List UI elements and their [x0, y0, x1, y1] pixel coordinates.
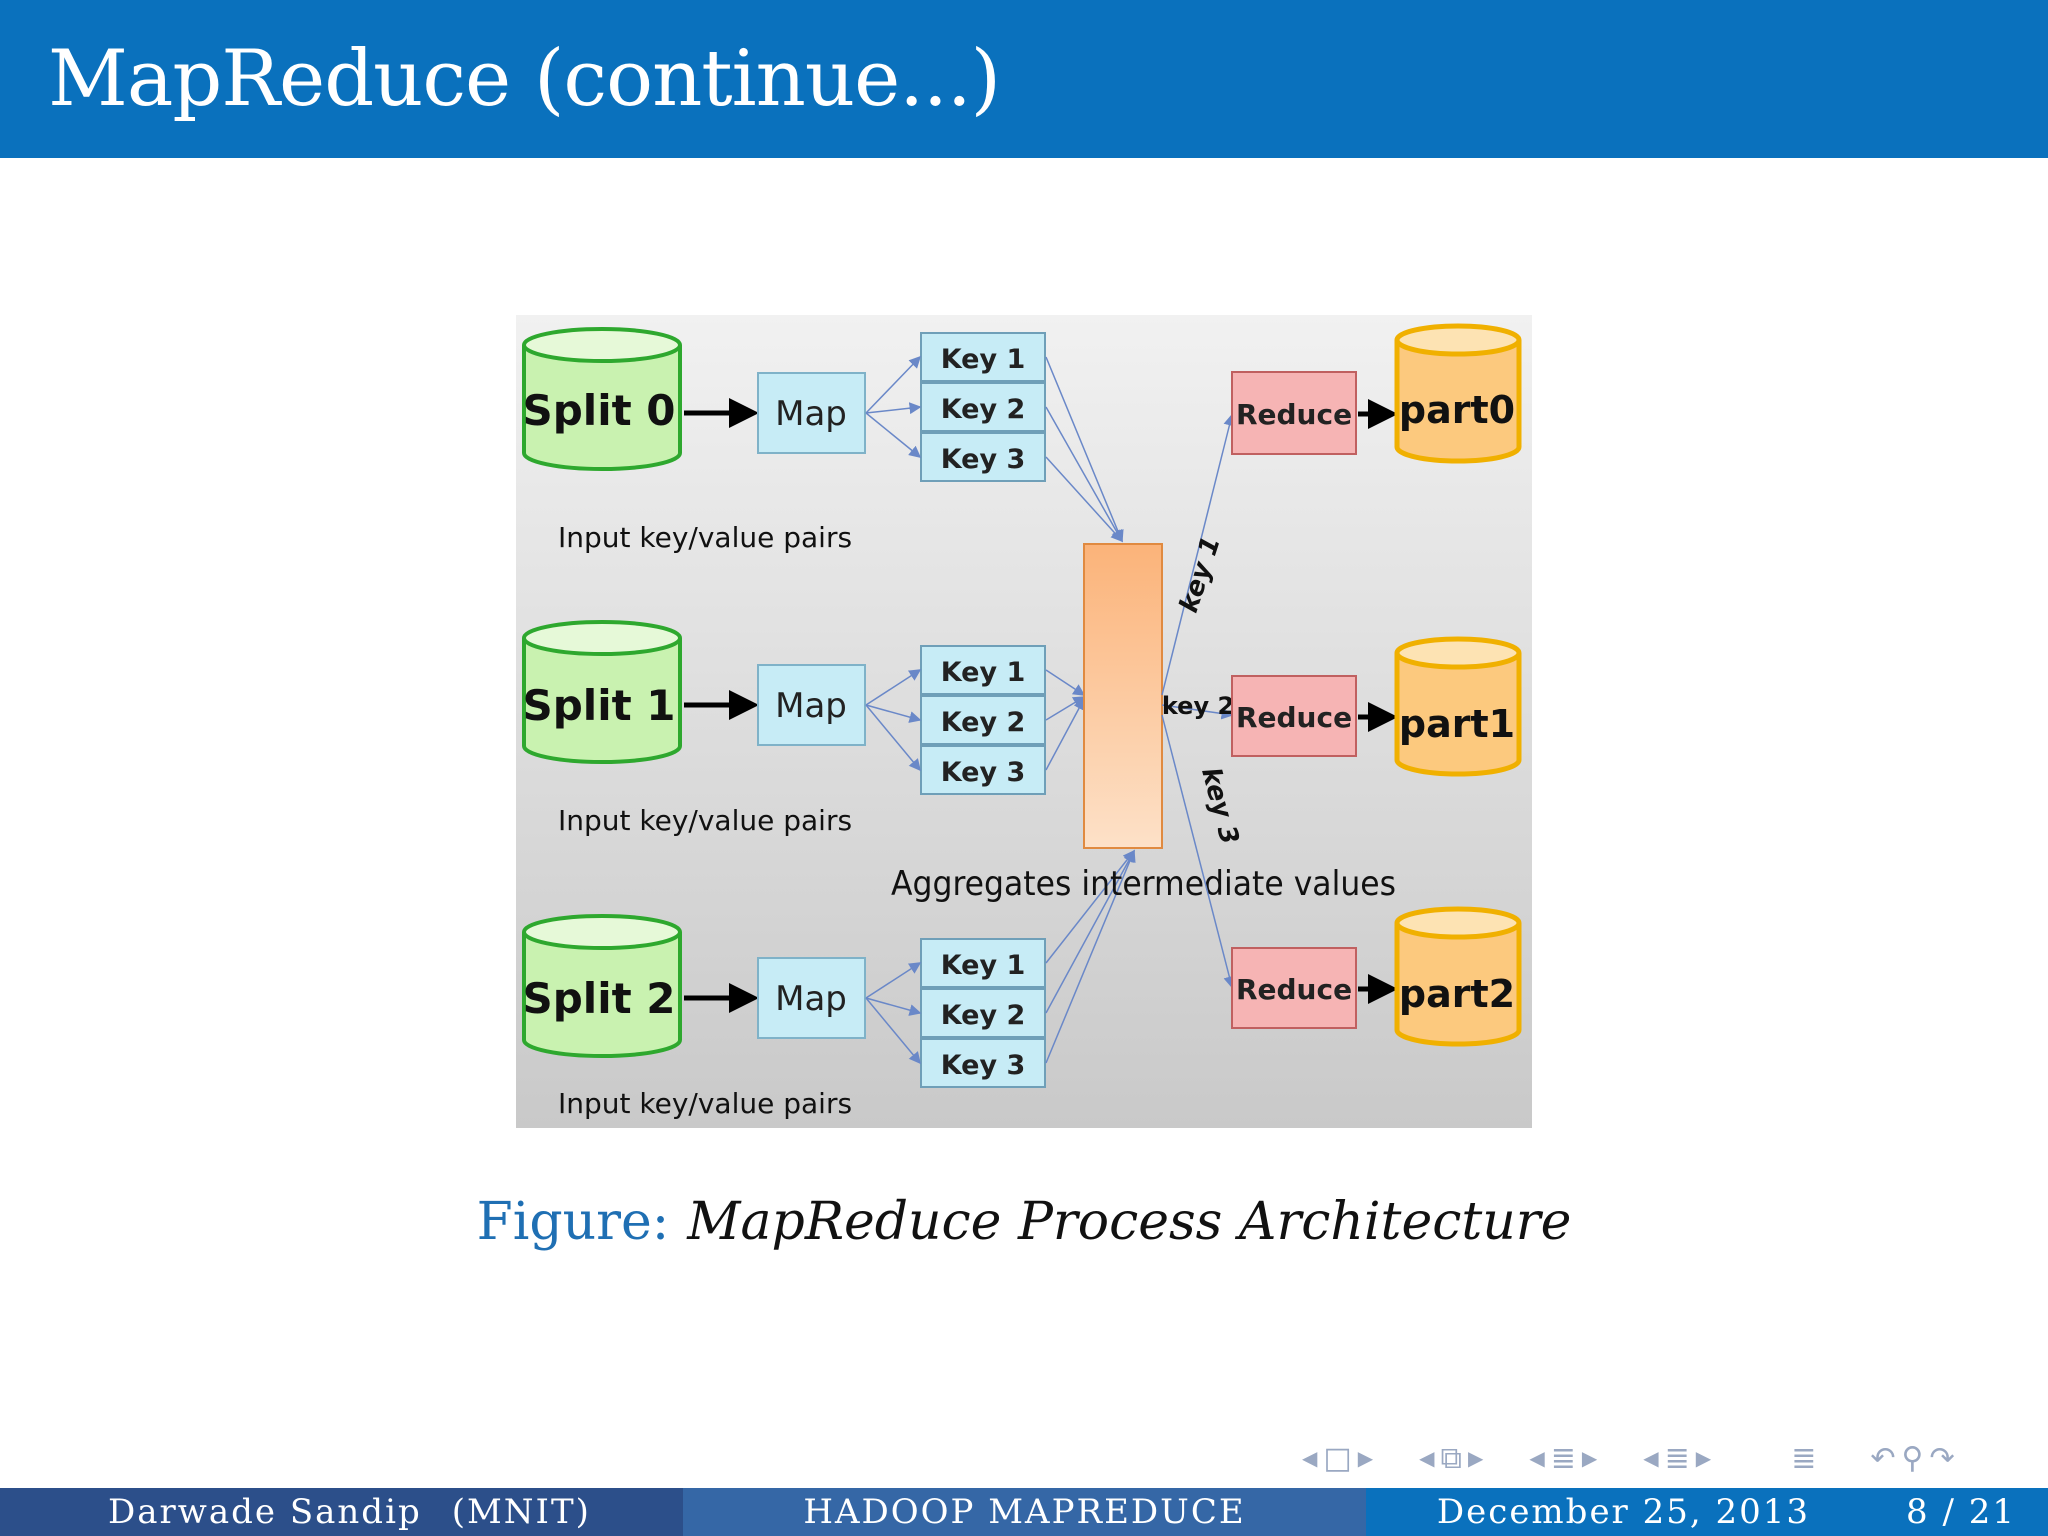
- undo-icon[interactable]: ↶: [1870, 1440, 1896, 1476]
- part-0-label: part0: [1399, 388, 1515, 432]
- keys-1: Key 1 Key 2 Key 3: [920, 645, 1046, 795]
- map-label-0: Map: [775, 394, 847, 434]
- key-label: Key 3: [941, 757, 1026, 788]
- footer-date-page: December 25, 2013 8 / 21: [1366, 1488, 2048, 1536]
- split-0-cylinder: Split 0: [522, 327, 682, 471]
- reduce-2: Reduce: [1231, 947, 1357, 1029]
- search-controls[interactable]: ↶ ⚲ ↷: [1870, 1441, 1954, 1476]
- section-icon[interactable]: ≣: [1550, 1440, 1576, 1476]
- part-1-label: part1: [1399, 702, 1515, 746]
- subsection-nav[interactable]: ◀ ⧉ ▶: [1413, 1441, 1489, 1476]
- key-label: Key 2: [941, 394, 1026, 425]
- key-label: Key 1: [941, 344, 1026, 375]
- map-label-2: Map: [775, 979, 847, 1019]
- prev-arrow-icon[interactable]: ◀: [1643, 1446, 1659, 1470]
- page-number: 8 / 21: [1906, 1492, 2016, 1532]
- figure-caption: Figure: MapReduce Process Architecture: [0, 1192, 2048, 1252]
- next-arrow-icon[interactable]: ▶: [1357, 1446, 1374, 1470]
- part-0-cylinder: part0: [1394, 323, 1522, 464]
- reduce-0: Reduce: [1231, 371, 1357, 455]
- part-1-cylinder: part1: [1394, 636, 1522, 777]
- prev-arrow-icon[interactable]: ◀: [1529, 1446, 1545, 1470]
- toc-icon[interactable]: ≣: [1791, 1440, 1817, 1476]
- part-2-label: part2: [1399, 972, 1515, 1016]
- key-label: Key 3: [941, 1050, 1026, 1081]
- key-label: Key 2: [941, 1000, 1026, 1031]
- reduce-label-0: Reduce: [1236, 398, 1352, 431]
- title-bar: MapReduce (continue...): [0, 0, 2048, 158]
- split-1-label: Split 1: [522, 681, 675, 730]
- map-box-0: [757, 372, 866, 454]
- talk-title: HADOOP MAPREDUCE: [803, 1492, 1246, 1532]
- aggregate-to-reduce-lines: [1161, 413, 1236, 989]
- aggregate-box: [1083, 543, 1163, 849]
- key-label: Key 1: [941, 950, 1026, 981]
- row-1: Split 1 Map Key 1 Key 2 Key 3 Input key/…: [522, 620, 1046, 837]
- subsection-icon[interactable]: ⧉: [1440, 1440, 1462, 1476]
- frame-icon[interactable]: □: [1323, 1440, 1352, 1476]
- prev-arrow-icon[interactable]: ◀: [1419, 1446, 1435, 1470]
- section-nav[interactable]: ◀ ≣ ▶: [1523, 1441, 1603, 1476]
- caption-text: MapReduce Process Architecture: [687, 1192, 1572, 1252]
- redo-icon[interactable]: ↷: [1929, 1440, 1955, 1476]
- slide-title: MapReduce (continue...): [48, 34, 1001, 124]
- key-label: Key 1: [941, 657, 1026, 688]
- row-2: Split 2 Map Key 1 Key 2 Key 3 Input key/…: [522, 914, 1046, 1120]
- map-box-1: [757, 664, 866, 746]
- prev-arrow-icon[interactable]: ◀: [1302, 1446, 1318, 1470]
- reduce-label-2: Reduce: [1236, 973, 1352, 1006]
- part-nav[interactable]: ◀ ≣ ▶: [1637, 1441, 1717, 1476]
- frame-nav[interactable]: ◀ □ ▶: [1296, 1441, 1379, 1476]
- talk-date: December 25, 2013: [1436, 1492, 1811, 1532]
- split-2-label: Split 2: [522, 974, 675, 1023]
- input-label-2: Input key/value pairs: [558, 1087, 852, 1120]
- footer: Darwade Sandip (MNIT) HADOOP MAPREDUCE De…: [0, 1488, 2048, 1536]
- next-arrow-icon[interactable]: ▶: [1695, 1446, 1712, 1470]
- caption-label: Figure:: [476, 1192, 670, 1252]
- split-2-cylinder: Split 2: [522, 914, 682, 1058]
- row-0: Split 0 Map Key 1 Key 2 Key 3 Input key/…: [522, 327, 1046, 554]
- reduce-label-1: Reduce: [1236, 701, 1352, 734]
- map-box-2: [757, 957, 866, 1039]
- part-2-cylinder: part2: [1394, 906, 1522, 1047]
- route-key-2: key 2: [1162, 692, 1234, 720]
- part-icon[interactable]: ≣: [1664, 1440, 1690, 1476]
- beamer-navigation: ◀ □ ▶ ◀ ⧉ ▶ ◀ ≣ ▶ ◀ ≣ ▶ ≣ ↶ ⚲ ↷: [1296, 1440, 2036, 1476]
- architecture-diagram: Split 0 Map Key 1 Key 2 Key 3 Input key/…: [516, 315, 1532, 1128]
- search-icon[interactable]: ⚲: [1901, 1440, 1924, 1476]
- key-label: Key 3: [941, 444, 1026, 475]
- footer-author: Darwade Sandip (MNIT): [0, 1488, 683, 1536]
- footer-title: HADOOP MAPREDUCE: [683, 1488, 1366, 1536]
- next-arrow-icon[interactable]: ▶: [1467, 1446, 1484, 1470]
- keys-0: Key 1 Key 2 Key 3: [920, 332, 1046, 482]
- author-institute: (MNIT): [451, 1492, 591, 1532]
- key-to-aggregate-lines: [1045, 356, 1136, 1064]
- key-label: Key 2: [941, 707, 1026, 738]
- split-0-label: Split 0: [522, 386, 675, 435]
- mapreduce-figure: Split 0 Map Key 1 Key 2 Key 3 Input key/…: [516, 315, 1532, 1128]
- keys-2: Key 1 Key 2 Key 3: [920, 938, 1046, 1088]
- input-label-0: Input key/value pairs: [558, 521, 852, 554]
- split-1-cylinder: Split 1: [522, 620, 682, 764]
- reduce-1: Reduce: [1231, 675, 1357, 757]
- input-label-1: Input key/value pairs: [558, 804, 852, 837]
- next-arrow-icon[interactable]: ▶: [1581, 1446, 1598, 1470]
- map-label-1: Map: [775, 686, 847, 726]
- author-name: Darwade Sandip: [108, 1492, 422, 1532]
- aggregate-label: Aggregates intermediate values: [891, 864, 1396, 904]
- map-to-key-lines: [865, 355, 922, 1065]
